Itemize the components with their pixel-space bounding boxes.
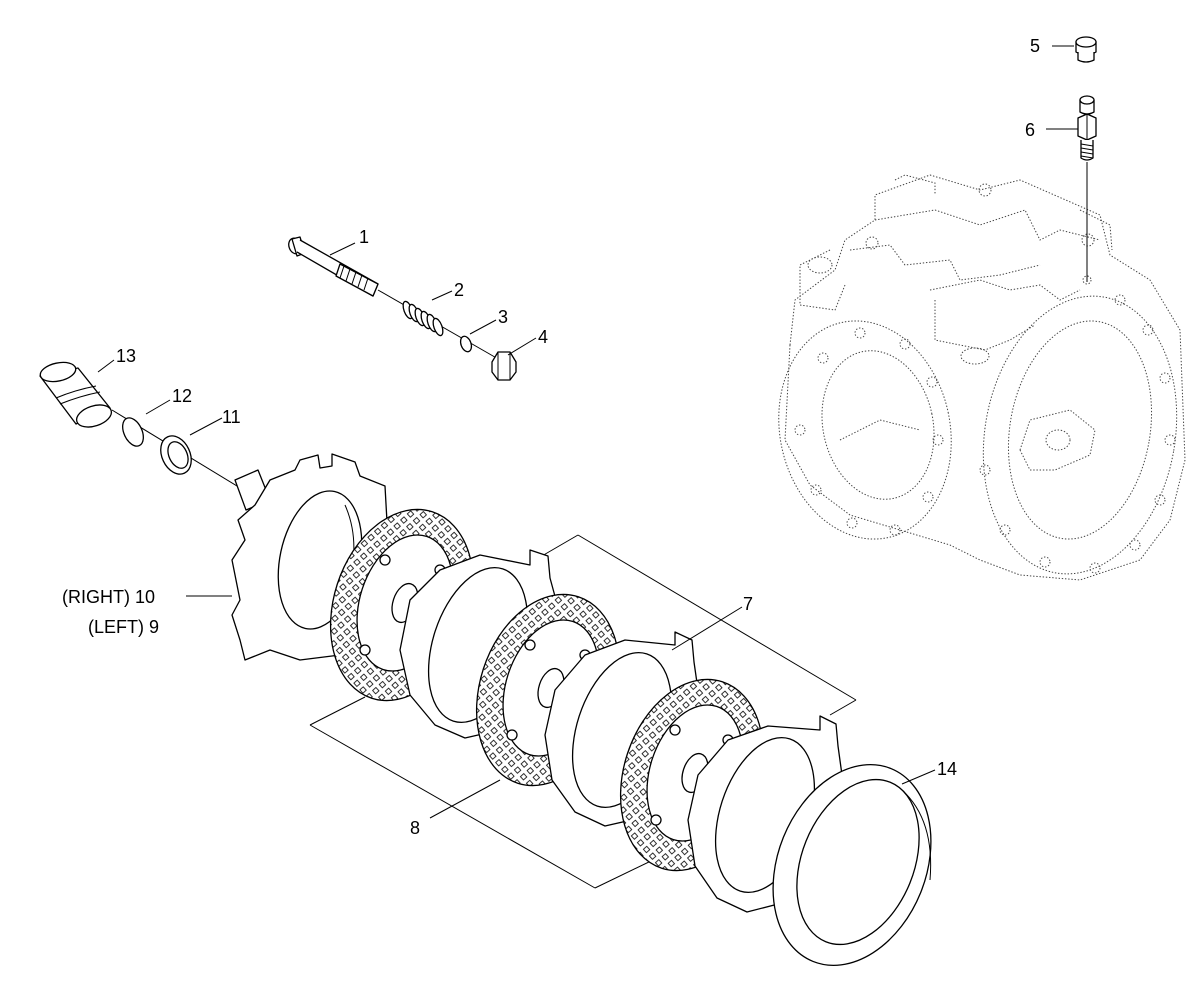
callout-5: 5 [1030,36,1040,56]
callout-1: 1 [359,227,369,247]
part-11-ring [160,435,192,475]
callout-14: 14 [937,759,957,779]
callout-3: 3 [498,307,508,327]
callout-2: 2 [454,280,464,300]
callout-8: 8 [410,818,420,838]
part-13-sleeve [39,361,261,501]
leader-lines [97,45,1078,819]
part-2-spring [402,300,444,337]
part-14-seal [772,764,932,966]
callout-10-right: (RIGHT) 10 [62,587,155,607]
callout-4: 4 [538,327,548,347]
part-1-bolt [288,236,501,361]
part-3-washer [459,335,473,353]
part-4-nut [491,351,517,381]
callout-13: 13 [116,346,136,366]
callout-6: 6 [1025,120,1035,140]
callout-12: 12 [172,386,192,406]
part-6-bleeder-screw [1077,95,1097,282]
clutch-pack-group [309,534,857,889]
part-5-bleeder-cap [1075,36,1097,63]
callout-11: 11 [222,407,241,427]
callout-7: 7 [743,594,753,614]
axle-housing [778,174,1186,581]
part-12-o-ring [122,417,144,447]
callout-9-left: (LEFT) 9 [88,617,159,637]
